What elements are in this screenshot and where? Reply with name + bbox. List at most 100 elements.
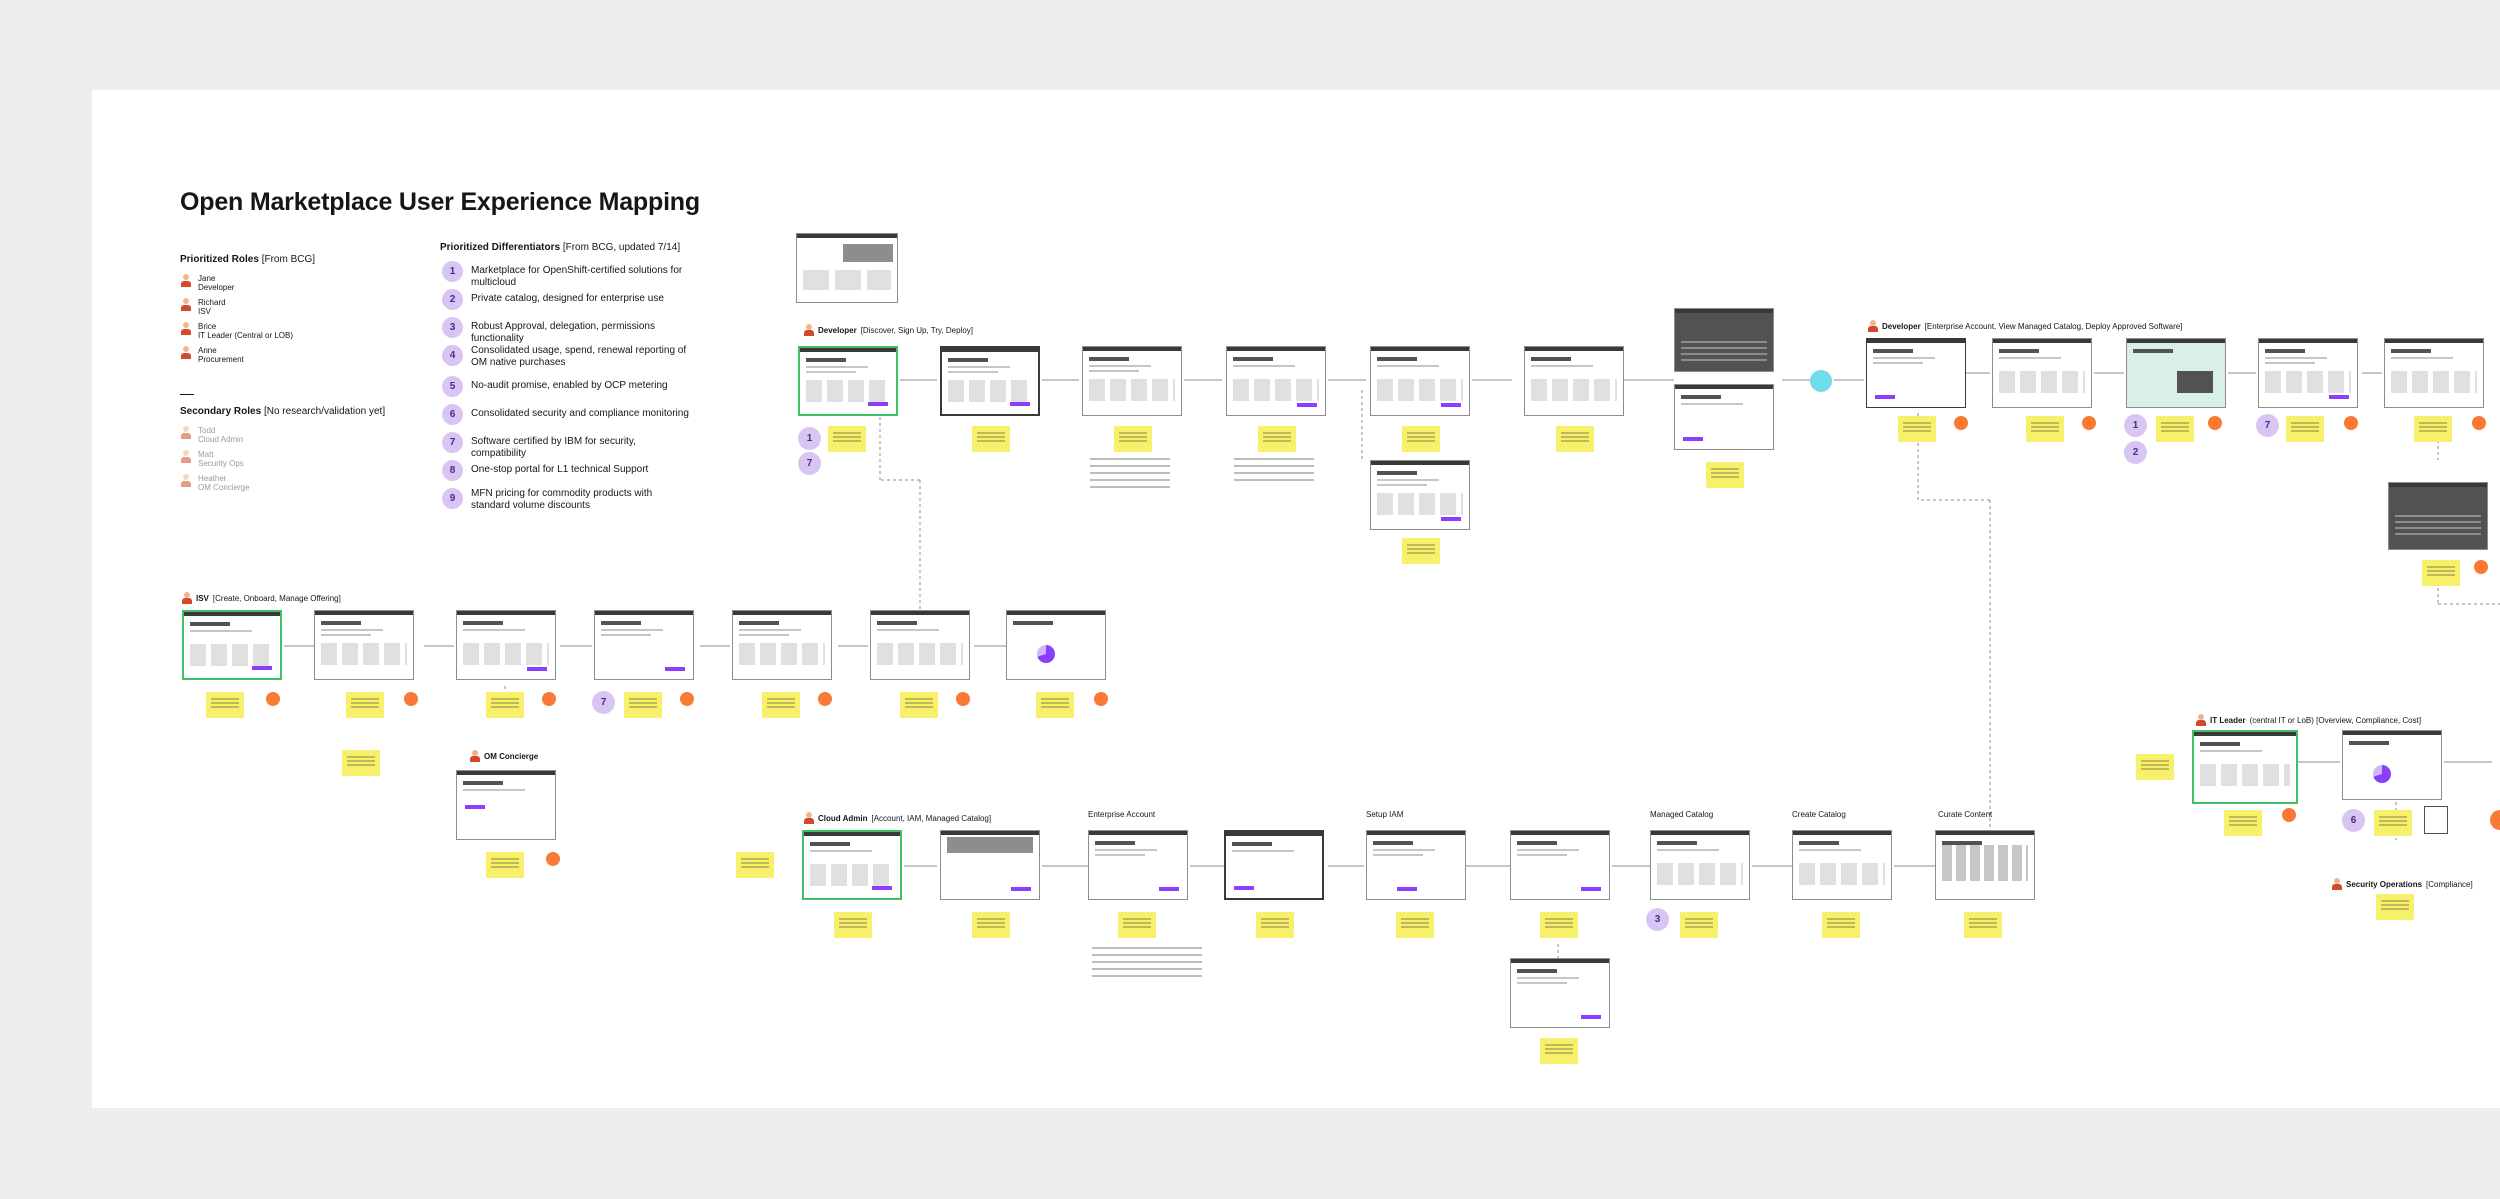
wireframe-screen-start [802, 830, 902, 900]
status-dot [2344, 416, 2358, 430]
wireframe-screen [1370, 460, 1470, 530]
connector-node [1810, 370, 1832, 392]
sticky-note [206, 692, 244, 718]
sticky-note [1402, 538, 1440, 564]
wireframe-screen-start [2192, 730, 2298, 804]
secondary-roles-heading: Secondary Roles [No research/validation … [180, 406, 386, 417]
notes-list [1090, 458, 1170, 493]
sticky-note [1118, 912, 1156, 938]
wireframe-screen [2388, 482, 2488, 550]
sticky-note [2136, 754, 2174, 780]
sticky-note [736, 852, 774, 878]
wireframe-screen [456, 770, 556, 840]
step-label: Setup IAM [1366, 810, 1404, 819]
avatar [180, 346, 192, 360]
wireframe-screen [2384, 338, 2484, 408]
document-icon [2424, 806, 2448, 834]
status-dot [680, 692, 694, 706]
isv-flow-label: ISV[Create, Onboard, Manage Offering] [182, 592, 341, 604]
wireframe-screen [732, 610, 832, 680]
wireframe-screen [1510, 958, 1610, 1028]
sticky-note [1680, 912, 1718, 938]
avatar [180, 322, 192, 336]
wireframe-screen [1510, 830, 1610, 900]
sticky-note [1540, 1038, 1578, 1064]
wireframe-screen [796, 233, 898, 303]
avatar [180, 450, 192, 464]
wireframe-screen [1992, 338, 2092, 408]
wireframe-screen [1088, 830, 1188, 900]
wireframe-screen [2126, 338, 2226, 408]
status-dot [1954, 416, 1968, 430]
sticky-note [2374, 810, 2412, 836]
om-concierge-avatar-icon [470, 750, 480, 762]
sticky-note [828, 426, 866, 452]
differentiator-badge: 7 [798, 452, 821, 475]
wireframe-screen [940, 830, 1040, 900]
status-dot [2490, 810, 2500, 830]
number-badge: 1 [442, 261, 463, 282]
wireframe-screen [1650, 830, 1750, 900]
developer-avatar-icon [804, 324, 814, 336]
avatar [180, 274, 192, 288]
sticky-note [2376, 894, 2414, 920]
divider [180, 394, 194, 395]
it-leader-flow-label: IT Leader(central IT or LoB) [Overview, … [2196, 714, 2421, 726]
sticky-note [1114, 426, 1152, 452]
sticky-note [1540, 912, 1578, 938]
sticky-note [346, 692, 384, 718]
differentiator-badge: 1 [798, 427, 821, 450]
wireframe-screen [456, 610, 556, 680]
status-dot [2208, 416, 2222, 430]
number-badge: 4 [442, 345, 463, 366]
wireframe-screen [1674, 384, 1774, 450]
sticky-note [972, 912, 1010, 938]
number-badge: 6 [442, 404, 463, 425]
security-ops-flow-label: Security Operations[Compliance] [2332, 878, 2473, 890]
differentiator-badge: 7 [2256, 414, 2279, 437]
developer-enterprise-flow-label: Developer[Enterprise Account, View Manag… [1868, 320, 2182, 332]
wireframe-screen [1524, 346, 1624, 416]
cloud-admin-avatar-icon [804, 812, 814, 824]
differentiator-badge: 7 [592, 691, 615, 714]
number-badge: 7 [442, 432, 463, 453]
wireframe-screen [1866, 338, 1966, 408]
avatar [180, 426, 192, 440]
sticky-note [486, 852, 524, 878]
number-badge: 8 [442, 460, 463, 481]
status-dot [404, 692, 418, 706]
wireframe-screen [2342, 730, 2442, 800]
sticky-note [2026, 416, 2064, 442]
differentiator-badge: 3 [1646, 908, 1669, 931]
step-label: Enterprise Account [1088, 810, 1156, 819]
sticky-note [486, 692, 524, 718]
notes-list [1234, 458, 1314, 486]
differentiator-badge: 2 [2124, 441, 2147, 464]
sticky-note [2224, 810, 2262, 836]
status-dot [2282, 808, 2296, 822]
sticky-note [762, 692, 800, 718]
sticky-note [972, 426, 1010, 452]
sticky-note [2286, 416, 2324, 442]
avatar [180, 474, 192, 488]
wireframe-screen [1370, 346, 1470, 416]
status-dot [2082, 416, 2096, 430]
sticky-note [834, 912, 872, 938]
differentiator-badge: 1 [2124, 414, 2147, 437]
sticky-note [1258, 426, 1296, 452]
wireframe-screen [1082, 346, 1182, 416]
